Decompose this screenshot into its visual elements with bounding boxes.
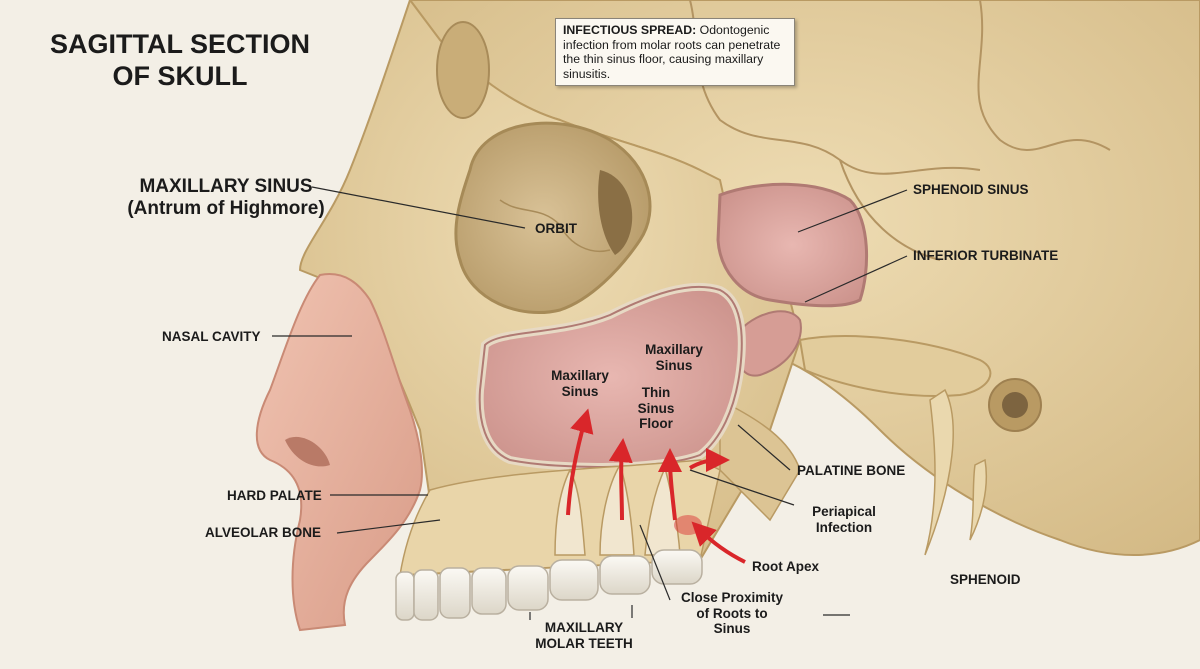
label-maxillary-sinus-inner-a: Maxillary Sinus (540, 368, 620, 399)
label-line: Sinus (655, 357, 693, 373)
label-periapical-infection: Periapical Infection (800, 504, 888, 535)
label-line: Thin (641, 385, 671, 400)
label-line: Close Proximity (680, 590, 784, 605)
label-line: (Antrum of Highmore) (127, 197, 325, 219)
label-line: MOLAR TEETH (535, 635, 633, 651)
label-orbit: ORBIT (535, 221, 577, 236)
label-line: MAXILLARY SINUS (139, 176, 313, 197)
frontal-cavity (436, 21, 490, 119)
label-nasal-cavity: NASAL CAVITY (162, 329, 261, 344)
label-line: Infection (815, 519, 873, 535)
label-maxillary-molar-teeth: MAXILLARY MOLAR TEETH (524, 620, 644, 651)
page-title-line2: OF SKULL (112, 61, 248, 92)
maxillary-sinus-outline (478, 285, 743, 468)
label-sphenoid-sinus: SPHENOID SINUS (913, 182, 1029, 197)
palatine-region (719, 398, 801, 522)
label-hard-palate: HARD PALATE (227, 488, 322, 503)
leader-lines (272, 186, 908, 620)
label-line: Floor (639, 416, 673, 432)
styloid-process (924, 388, 954, 556)
label-line: Periapical (812, 504, 876, 519)
ear-canal-inner (1002, 392, 1028, 418)
label-sphenoid: SPHENOID (950, 572, 1021, 587)
label-line: Sinus (713, 621, 751, 637)
label-close-proximity: Close Proximity of Roots to Sinus (672, 590, 792, 637)
label-line: Sinus (637, 400, 675, 416)
label-line: Maxillary (551, 368, 609, 383)
zygomatic-arch (798, 335, 992, 397)
note-heading: INFECTIOUS SPREAD: (563, 23, 697, 37)
label-thin-sinus-floor: Thin Sinus Floor (624, 385, 688, 432)
infectious-spread-note: INFECTIOUS SPREAD: Odontogenic infection… (555, 18, 795, 86)
label-line: Sinus (561, 383, 599, 399)
note-body: Odontogenic infection from molar roots c… (563, 23, 781, 81)
label-maxillary-sinus-main: MAXILLARY SINUS (Antrum of Highmore) (112, 176, 340, 220)
nose (255, 273, 423, 632)
page-title-line1: SAGITTAL SECTION (49, 29, 310, 59)
label-inferior-turbinate: INFERIOR TURBINATE (913, 248, 1059, 263)
label-alveolar-bone: ALVEOLAR BONE (205, 525, 322, 540)
periapical-infection-spot (674, 515, 702, 535)
label-maxillary-sinus-inner-b: Maxillary Sinus (634, 342, 714, 373)
label-line: MAXILLARY (544, 620, 624, 635)
orbit-suture (499, 199, 611, 252)
styloid-process (969, 458, 988, 541)
teeth-row (395, 549, 703, 621)
suture-line (839, 159, 941, 261)
label-palatine-bone: PALATINE BONE (797, 463, 906, 478)
orbit-fissure (598, 170, 633, 255)
infection-arrows (566, 408, 746, 564)
label-line: of Roots to (696, 605, 768, 621)
nostril (285, 436, 330, 467)
sphenoid-sinus-cavity (716, 182, 868, 308)
label-root-apex: Root Apex (752, 559, 819, 574)
label-line: Maxillary (645, 342, 703, 357)
suture-line (977, 0, 1111, 151)
page-title: SAGITTAL SECTION OF SKULL (36, 28, 324, 93)
